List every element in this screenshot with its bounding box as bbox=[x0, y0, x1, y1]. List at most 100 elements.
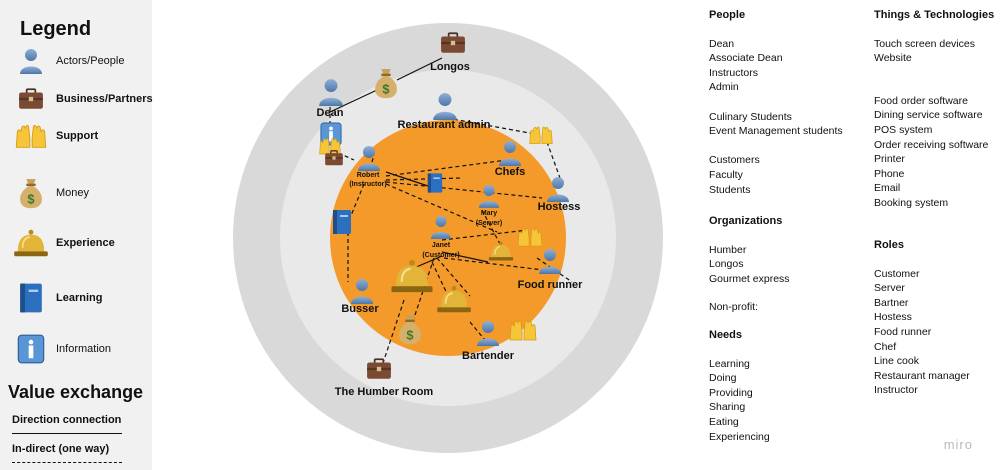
info-icon bbox=[12, 334, 50, 364]
list-item: Associate Dean bbox=[709, 52, 783, 65]
dashed-connection bbox=[436, 257, 471, 297]
list-item: Customers bbox=[709, 154, 760, 167]
organizations-heading: Organizations bbox=[709, 215, 783, 227]
legend-label: Support bbox=[56, 130, 99, 142]
legend-title: Legend bbox=[20, 18, 92, 40]
list-item: Phone bbox=[874, 167, 905, 180]
legend-label: Money bbox=[56, 187, 90, 199]
list-item: Customer bbox=[874, 267, 920, 280]
list-item: Event Management students bbox=[709, 125, 843, 138]
list-item: Culinary Students bbox=[709, 110, 792, 123]
mary-label: Mary bbox=[481, 210, 497, 217]
list-item: Admin bbox=[709, 81, 739, 94]
list-item: Learning bbox=[709, 357, 750, 370]
hostess-label: Hostess bbox=[538, 201, 581, 213]
things-column: Things & Technologies Touch screen devic… bbox=[874, 8, 1002, 211]
dashed-connection bbox=[441, 229, 529, 241]
solid-connection bbox=[441, 251, 489, 263]
legend-label: Business/Partners bbox=[56, 93, 153, 105]
list-item: Server bbox=[874, 282, 905, 295]
list-item: Eating bbox=[709, 415, 739, 428]
list-item: Faculty bbox=[709, 168, 743, 181]
value-exchange-title: Value exchange bbox=[8, 382, 144, 402]
chefs-label: Chefs bbox=[495, 166, 526, 178]
needs-heading: Needs bbox=[709, 329, 743, 341]
dashed-connection bbox=[446, 117, 536, 135]
bell-icon bbox=[12, 228, 50, 258]
list-item: Chef bbox=[874, 340, 897, 353]
list-item: Gourmet express bbox=[709, 272, 790, 285]
mary-role-label: (Server) bbox=[476, 220, 502, 227]
list-item: Dining service software bbox=[874, 109, 983, 122]
book-icon bbox=[333, 210, 351, 234]
list-item: Email bbox=[874, 182, 901, 195]
busser-label: Busser bbox=[341, 303, 379, 315]
list-item: Sharing bbox=[709, 401, 746, 414]
legend-label: Actors/People bbox=[56, 55, 125, 67]
people-heading: People bbox=[709, 9, 746, 21]
legend-item-information: Information bbox=[12, 334, 111, 364]
list-item: Food runner bbox=[874, 325, 932, 338]
legend-item-learning: Learning bbox=[12, 282, 102, 314]
legend-label: Learning bbox=[56, 292, 103, 304]
book-icon bbox=[427, 173, 443, 193]
dashed-connection bbox=[385, 177, 463, 181]
restaurant-admin-label: Restaurant admin bbox=[398, 119, 491, 131]
dashed-connection bbox=[546, 141, 561, 179]
list-item: Bartner bbox=[874, 296, 909, 309]
list-item: Students bbox=[709, 183, 751, 196]
list-item: Instructors bbox=[709, 66, 759, 79]
direction-connection-label: Direction connection bbox=[12, 414, 122, 426]
connections bbox=[329, 57, 489, 269]
list-item: Doing bbox=[709, 372, 737, 385]
person-icon bbox=[12, 48, 50, 74]
list-item: Food order software bbox=[874, 94, 968, 107]
legend-item-money: Money bbox=[12, 176, 89, 210]
ecosystem-diagram: Longos Dean Restaurant admin Robert (Ins… bbox=[233, 23, 663, 453]
bartender-label: Bartender bbox=[462, 350, 515, 362]
legend-label: Experience bbox=[56, 237, 115, 249]
list-item: Touch screen devices bbox=[874, 37, 975, 50]
hands-icon bbox=[12, 122, 50, 150]
dashed-connection bbox=[385, 159, 508, 177]
legend-label: Information bbox=[56, 343, 112, 355]
robert-label: Robert bbox=[357, 172, 380, 179]
book-icon bbox=[12, 282, 50, 314]
list-item: Order receiving software bbox=[874, 138, 989, 151]
dashed-connection bbox=[469, 321, 491, 347]
miro-watermark: miro bbox=[943, 437, 973, 452]
indirect-label: In-direct (one way) bbox=[12, 443, 110, 455]
list-item: Dean bbox=[709, 37, 735, 50]
legend-item-support: Support bbox=[12, 122, 98, 150]
list-item: Line cook bbox=[874, 355, 919, 368]
dashed-line-sample bbox=[12, 462, 122, 463]
nonprofit-label: Non-profit: bbox=[709, 301, 759, 314]
dashed-connection bbox=[371, 154, 375, 163]
list-item: Restaurant manager bbox=[874, 369, 970, 382]
roles-heading: Roles bbox=[874, 239, 904, 251]
dashed-connection bbox=[385, 181, 543, 199]
things-heading: Things & Technologies bbox=[874, 9, 995, 21]
longos-label: Longos bbox=[430, 61, 470, 73]
list-item: Instructor bbox=[874, 384, 918, 397]
list-item: Printer bbox=[874, 153, 905, 166]
list-item: POS system bbox=[874, 123, 933, 136]
legend-item-business: Business/Partners bbox=[12, 88, 153, 110]
list-item: Humber bbox=[709, 243, 747, 256]
dashed-connection bbox=[385, 183, 498, 233]
list-item: Website bbox=[874, 52, 912, 65]
humber-room-label: The Humber Room bbox=[335, 386, 434, 398]
solid-connection bbox=[329, 89, 378, 113]
robert-role-label: (Instructor) bbox=[349, 181, 386, 188]
solid-line-sample bbox=[12, 433, 122, 434]
